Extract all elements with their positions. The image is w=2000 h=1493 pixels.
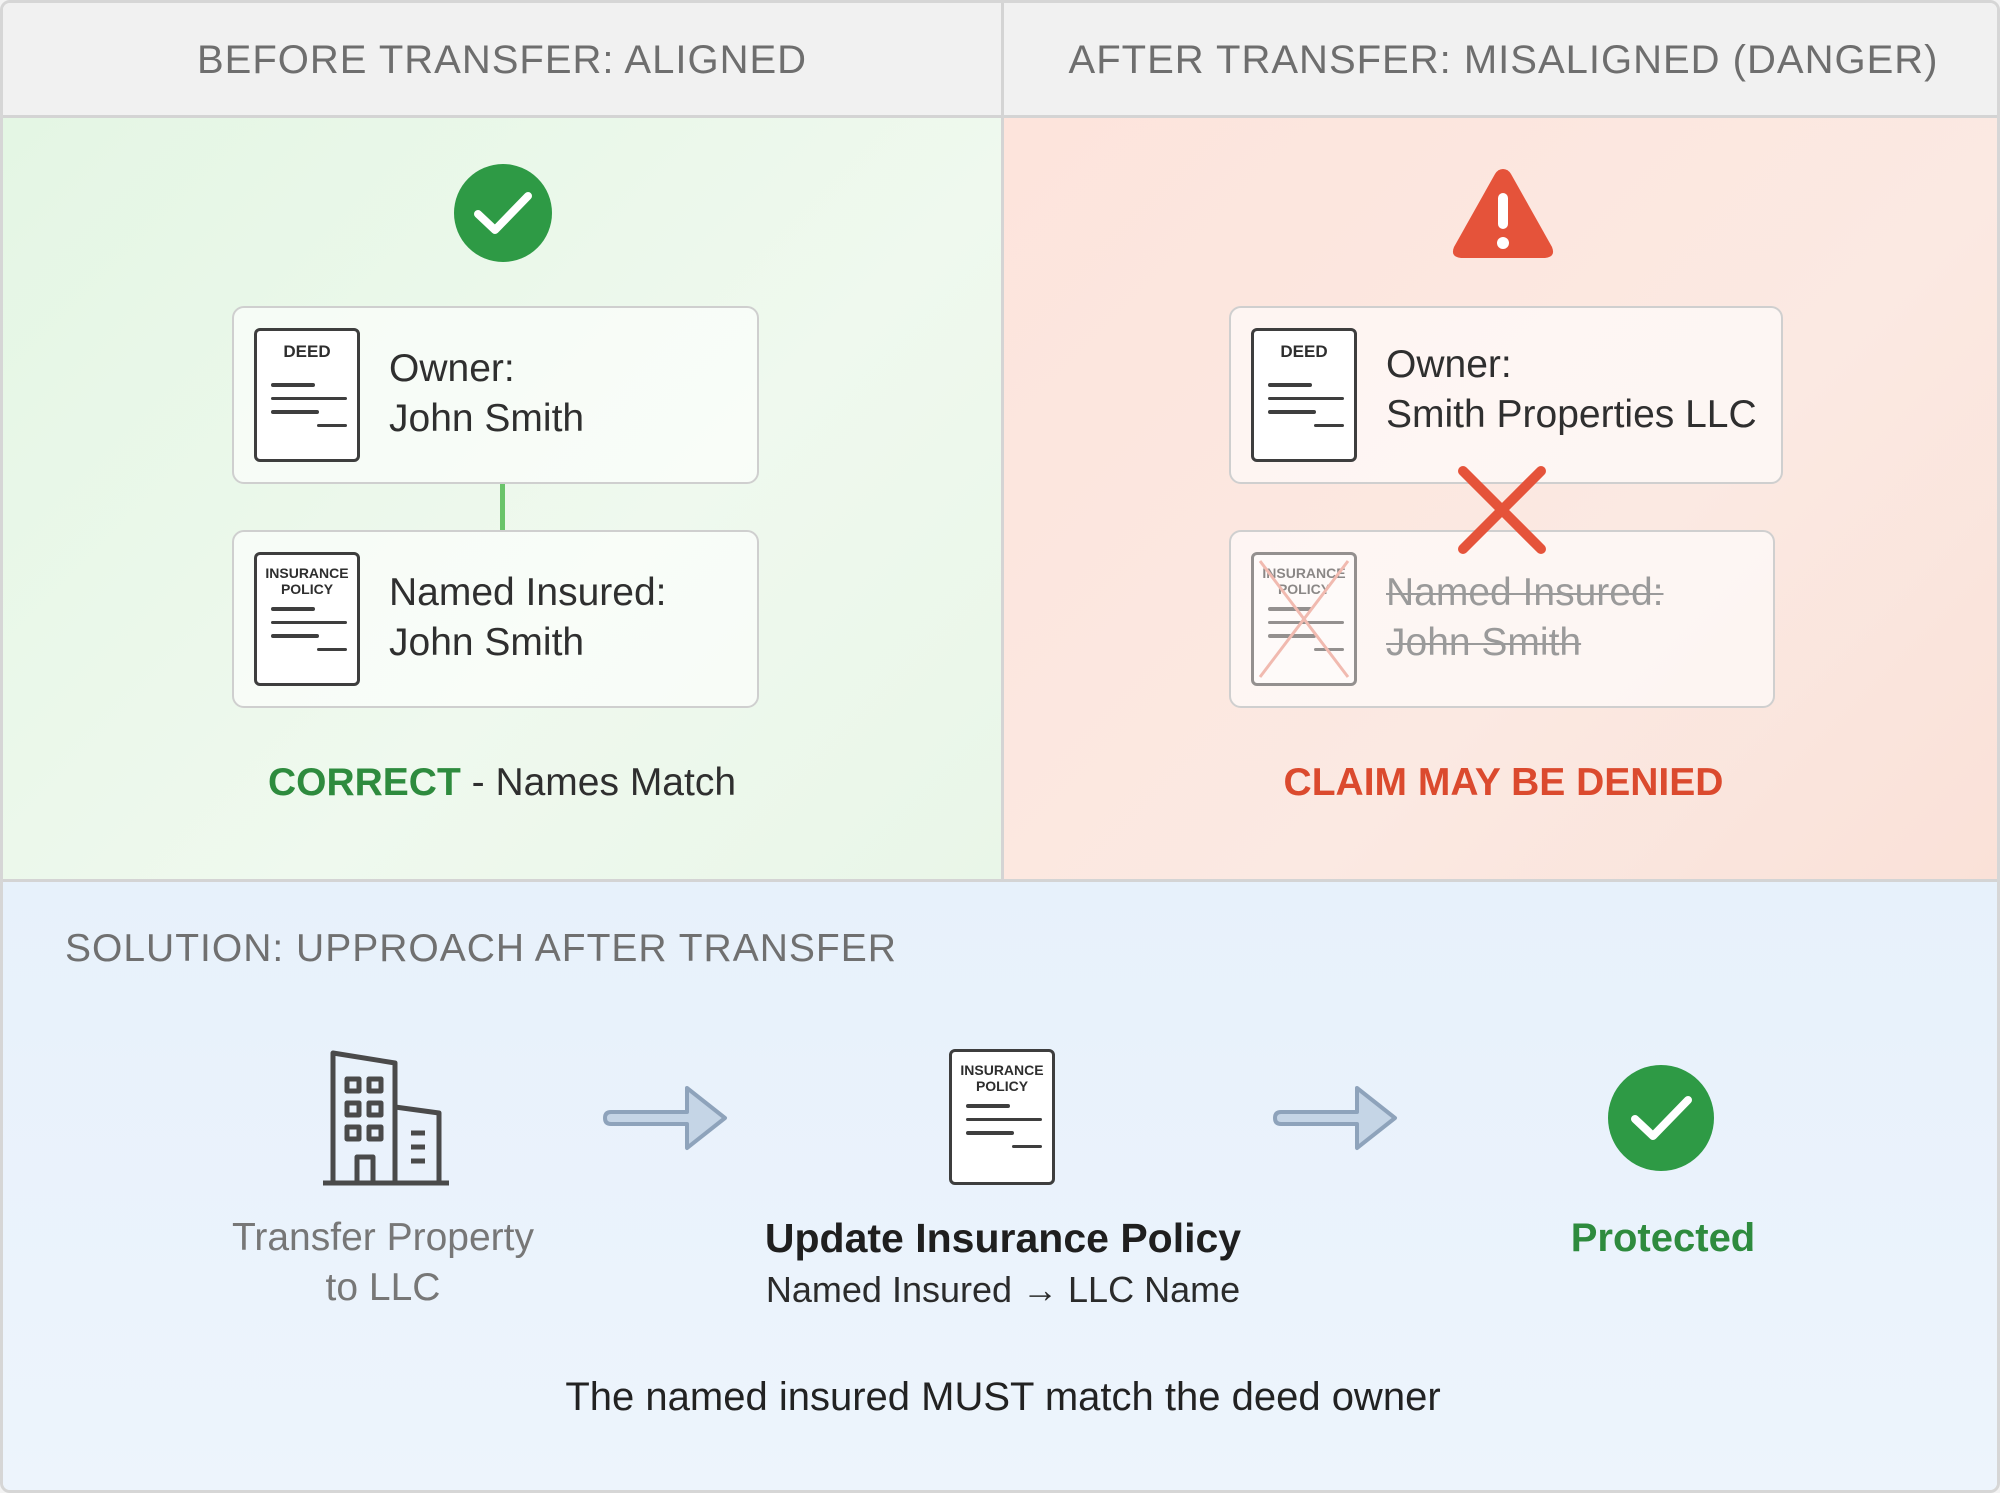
- step-transfer-line1: Transfer Property: [232, 1216, 534, 1259]
- policy-insured-text: Named Insured: John Smith: [389, 568, 666, 668]
- check-circle-icon: [454, 164, 552, 262]
- policy-insured-text: Named Insured: John Smith: [1386, 568, 1663, 668]
- step-transfer-line2: to LLC: [325, 1266, 441, 1309]
- after-status: CLAIM MAY BE DENIED: [1283, 761, 1724, 804]
- header-divider: [3, 115, 1997, 118]
- policy-insured-name: John Smith: [389, 621, 585, 664]
- policy-doc-label-line2: POLICY: [280, 581, 334, 597]
- solution-panel: [3, 882, 1997, 1490]
- before-status: CORRECT - Names Match: [3, 761, 1001, 805]
- right-arrow-icon: [1273, 1086, 1397, 1150]
- policy-cross-icon: [1258, 560, 1350, 678]
- check-circle-icon: [1608, 1065, 1714, 1171]
- step-update-label: Update Insurance Policy Named Insured → …: [703, 1213, 1303, 1315]
- policy-insured-name: John Smith: [1386, 621, 1582, 664]
- after-deed-card: DEED Owner: Smith Properties LLC: [1229, 306, 1783, 484]
- policy-insured-label: Named Insured:: [389, 571, 667, 614]
- before-status-rest: - Names Match: [460, 761, 737, 804]
- footer-note: The named insured MUST match the deed ow…: [565, 1375, 1441, 1419]
- deed-document-icon: DEED: [254, 328, 360, 462]
- policy-doc-label: INSURANCE POLICY: [257, 565, 357, 597]
- deed-owner-name: Smith Properties LLC: [1386, 393, 1757, 436]
- solution-title: SOLUTION: UPPROACH AFTER TRANSFER: [65, 927, 897, 970]
- policy-doc-label: INSURANCE POLICY: [1254, 565, 1354, 597]
- deed-owner-text: Owner: Smith Properties LLC: [1386, 340, 1757, 440]
- insurance-policy-icon: INSURANCE POLICY: [949, 1049, 1055, 1185]
- step-protected-label: Protected: [1570, 1216, 1756, 1260]
- section-divider: [3, 879, 1997, 882]
- before-status-em: CORRECT: [267, 761, 461, 804]
- deed-doc-label: DEED: [1280, 342, 1328, 361]
- warning-triangle-icon: [1452, 169, 1554, 258]
- insurance-policy-icon: INSURANCE POLICY: [254, 552, 360, 686]
- column-divider: [1001, 3, 1004, 881]
- step-update-subtitle: Named Insured → LLC Name: [765, 1269, 1241, 1310]
- policy-insured-label: Named Insured:: [1386, 571, 1664, 614]
- before-deed-card: DEED Owner: John Smith: [232, 306, 759, 484]
- deed-document-icon: DEED: [1251, 328, 1357, 462]
- policy-doc-label-line1: INSURANCE: [265, 565, 349, 581]
- step-update-title: Update Insurance Policy: [764, 1215, 1242, 1261]
- deed-owner-text: Owner: John Smith: [389, 344, 584, 444]
- policy-doc-label-line1: INSURANCE: [960, 1062, 1044, 1078]
- building-icon: [323, 1050, 449, 1186]
- deed-doc-label: DEED: [283, 342, 331, 361]
- right-arrow-icon: [603, 1086, 727, 1150]
- deed-owner-label: Owner:: [1386, 343, 1512, 386]
- policy-doc-label-line2: POLICY: [1277, 581, 1331, 597]
- policy-doc-label: INSURANCE POLICY: [952, 1062, 1052, 1094]
- red-x-icon: [1458, 466, 1546, 554]
- deed-owner-label: Owner:: [389, 347, 515, 390]
- insurance-policy-icon: INSURANCE POLICY: [1251, 552, 1357, 686]
- after-header: AFTER TRANSFER: MISALIGNED (DANGER): [1004, 3, 1997, 117]
- before-policy-card: INSURANCE POLICY Named Insured: John Smi…: [232, 530, 759, 708]
- match-connector: [500, 484, 505, 530]
- step-transfer-label: Transfer Property to LLC: [183, 1213, 583, 1313]
- deed-owner-name: John Smith: [389, 397, 585, 440]
- before-header: BEFORE TRANSFER: ALIGNED: [3, 3, 1001, 117]
- after-policy-card: INSURANCE POLICY Named Insured: John Smi…: [1229, 530, 1775, 708]
- policy-doc-label-line1: INSURANCE: [1262, 565, 1346, 581]
- policy-doc-label-line2: POLICY: [975, 1078, 1029, 1094]
